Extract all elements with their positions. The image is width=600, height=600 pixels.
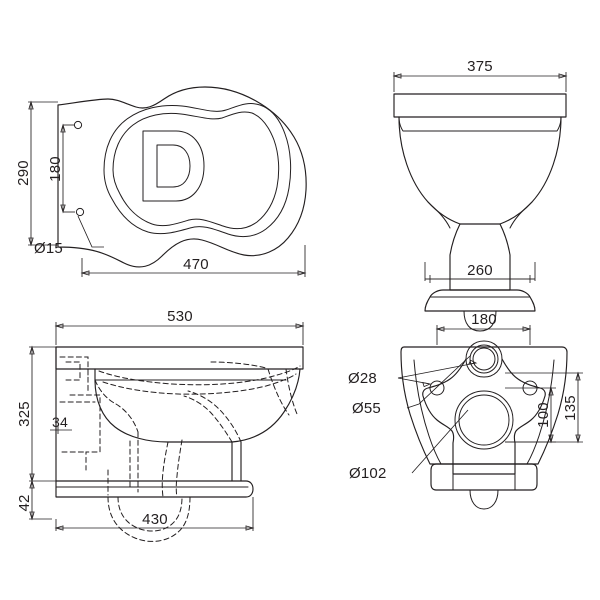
dim-label-side-325: 325 (16, 401, 33, 427)
rear-body (422, 358, 546, 475)
dim-rear-d28: Ø28 (348, 359, 478, 388)
dim-label-side-34: 34 (52, 414, 68, 430)
side-pedestal (231, 441, 242, 482)
side-hidden-detail (59, 356, 301, 542)
dim-rear-d55: Ø55 (352, 355, 471, 417)
front-bowl (398, 116, 562, 225)
front-foot (424, 289, 536, 312)
rear-soil-outlet-inner (458, 394, 510, 446)
rear-water-inlet-inner (472, 347, 496, 371)
dim-rear-180: 180 (435, 311, 532, 345)
view-front: 375 260 (392, 58, 568, 332)
dim-label-side-430: 430 (142, 511, 168, 528)
dim-label-rear-135: 135 (562, 395, 579, 421)
front-waist-right (509, 201, 533, 229)
rear-outlet-knob (469, 489, 499, 510)
rear-back-plate (400, 346, 568, 465)
front-rim-band (398, 116, 562, 132)
rear-water-inlet-outer (469, 344, 499, 374)
side-bowl-profile (94, 368, 301, 443)
rear-base-plinth (430, 463, 538, 491)
view-top: 290 180 Ø15 470 (15, 86, 307, 277)
rear-side-taper-left (413, 359, 442, 465)
dim-side-430: 430 (54, 497, 255, 531)
dim-rear-135: 135 (505, 371, 583, 444)
dim-top-470: 470 (80, 245, 307, 277)
top-d-glyph-outer (142, 130, 205, 202)
dim-label-rear-d55: Ø55 (352, 400, 381, 417)
dim-top-290: 290 (15, 100, 58, 247)
view-side: 530 325 34 42 (16, 308, 305, 542)
top-outer-outline (57, 86, 307, 268)
dim-front-260: 260 (425, 262, 535, 283)
dim-front-260-extension (424, 262, 536, 281)
side-top-slab (55, 346, 304, 370)
dim-label-rear-100: 100 (535, 402, 552, 428)
dim-label-side-42: 42 (16, 494, 33, 511)
dim-label-front-375: 375 (467, 58, 493, 75)
dim-top-d15: Ø15 (34, 215, 104, 257)
view-rear: 180 Ø28 Ø55 Ø102 100 (348, 311, 583, 510)
dim-side-42: 42 (16, 479, 52, 521)
dim-front-375: 375 (392, 58, 568, 92)
dim-label-top-470: 470 (183, 256, 209, 273)
top-d-glyph-inner (156, 144, 191, 188)
top-fixing-hole-lower (75, 207, 85, 217)
rear-base-plinth-line (452, 463, 516, 491)
top-fixing-hole-upper (73, 120, 83, 130)
front-waist-left (427, 201, 451, 229)
rear-soil-outlet-outer (454, 390, 514, 450)
dim-label-rear-180: 180 (471, 311, 497, 328)
dim-rear-d102: Ø102 (349, 409, 469, 482)
dim-side-325: 325 (16, 345, 56, 483)
dim-label-top-d15: Ø15 (34, 240, 63, 257)
front-outlet-knob (463, 310, 497, 332)
dim-label-front-260: 260 (467, 262, 493, 279)
dim-label-top-290: 290 (15, 160, 32, 186)
dim-side-530: 530 (54, 308, 305, 345)
dim-top-180: 180 (47, 123, 75, 214)
front-rim (393, 93, 567, 118)
rear-top-spigot-collar (465, 340, 503, 378)
side-base-plinth (55, 480, 254, 498)
dim-label-top-180: 180 (47, 156, 64, 182)
dim-side-34: 34 (50, 414, 72, 434)
top-seat-ring-inner (112, 111, 280, 230)
top-seat-ring-outer (103, 103, 292, 238)
rear-bolt-hole-left (429, 380, 445, 396)
rear-side-taper-right (526, 359, 555, 465)
dim-label-rear-d28: Ø28 (348, 370, 377, 387)
front-pedestal (449, 223, 511, 291)
dim-label-rear-d102: Ø102 (349, 465, 387, 482)
dim-label-side-530: 530 (167, 308, 193, 325)
